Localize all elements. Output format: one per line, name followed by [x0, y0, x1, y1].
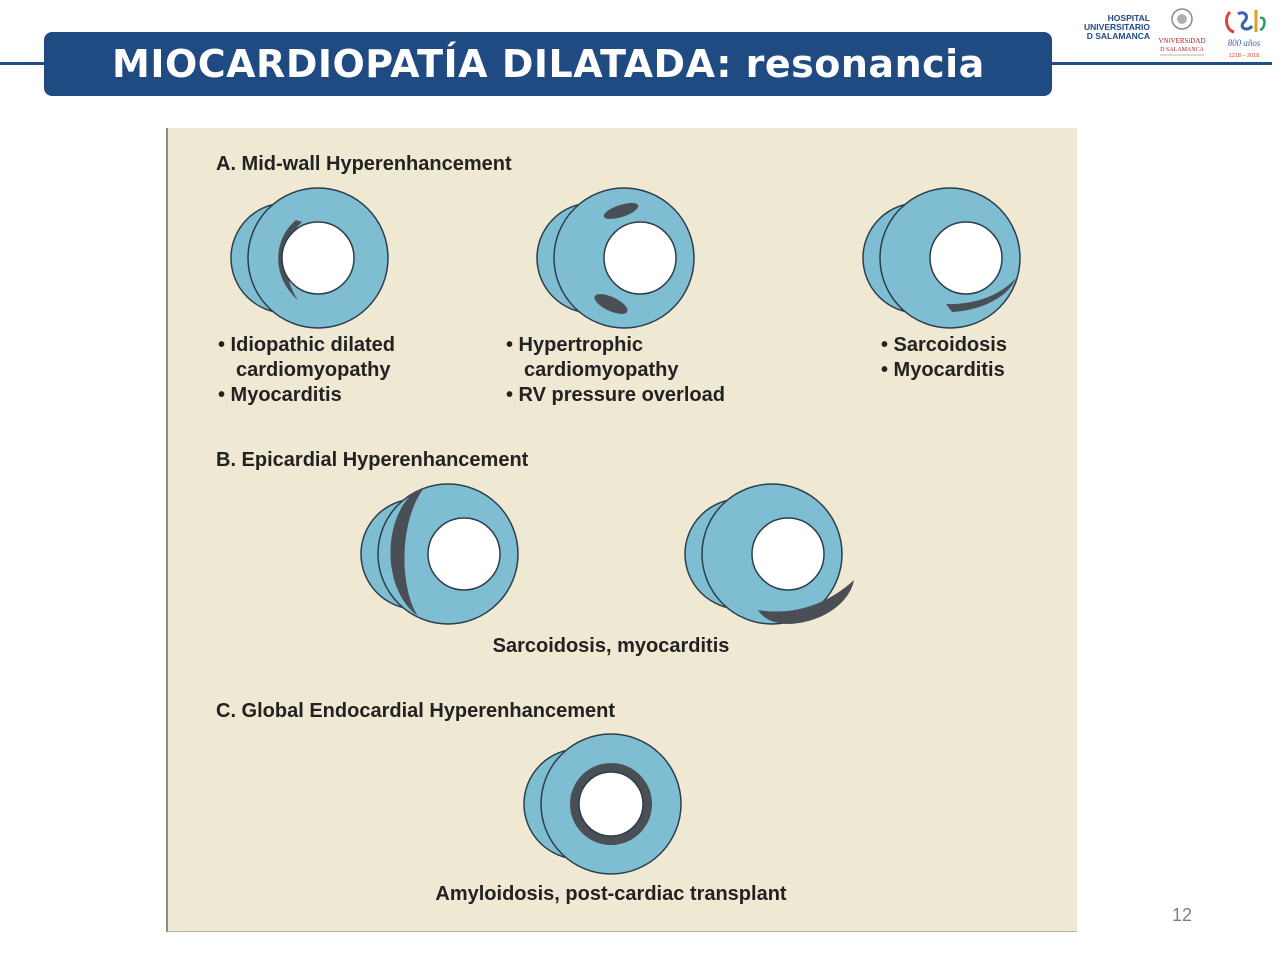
- svg-text:VNiVERSiDAD: VNiVERSiDAD: [1158, 37, 1205, 45]
- title-banner: MIOCARDIOPATÍA DILATADA: resonancia: [44, 32, 1052, 96]
- svg-text:D SALAMANCA: D SALAMANCA: [1160, 47, 1205, 53]
- caption-a3-line: • Myocarditis: [881, 359, 1005, 381]
- caption-a2-line: • RV pressure overload: [506, 384, 725, 406]
- section-c-heading: C. Global Endocardial Hyperenhancement: [216, 700, 615, 722]
- section-a-heading: A. Mid-wall Hyperenhancement: [216, 153, 512, 175]
- heart-diagram-b2: [684, 483, 854, 625]
- caption-a3-line: • Sarcoidosis: [881, 334, 1007, 356]
- university-seal-icon: VNiVERSiDAD D SALAMANCA: [1158, 8, 1206, 56]
- anniversary-mark-icon: 800 años 1218 – 2018: [1225, 10, 1266, 59]
- page-number: 12: [1172, 905, 1193, 925]
- caption-a1-line: cardiomyopathy: [236, 359, 391, 381]
- slide-title: MIOCARDIOPATÍA DILATADA: resonancia: [112, 42, 985, 86]
- anniversary-logo: 800 años 1218 – 2018: [1220, 4, 1270, 60]
- header-rule-left: [0, 62, 46, 65]
- svg-text:800 años: 800 años: [1228, 38, 1261, 48]
- heart-diagram-b1: [360, 483, 519, 625]
- header-rule-right: [1052, 62, 1272, 65]
- caption-a1-line: • Idiopathic dilated: [218, 334, 395, 356]
- heart-diagram-a1: [230, 187, 389, 329]
- hyperenhancement-figure: A. Mid-wall Hyperenhancement B. Epicardi…: [166, 128, 1077, 932]
- university-logo: VNiVERSiDAD D SALAMANCA: [1154, 6, 1214, 58]
- caption-b: Sarcoidosis, myocarditis: [493, 635, 730, 657]
- hospital-logo: HOSPITAL UNIVERSITARIO D SALAMANCA: [1054, 14, 1150, 41]
- heart-diagram-c: [523, 733, 682, 875]
- caption-a2-line: • Hypertrophic: [506, 334, 643, 356]
- section-b-heading: B. Epicardial Hyperenhancement: [216, 449, 529, 471]
- hospital-logo-line: UNIVERSITARIO: [1084, 22, 1150, 32]
- logo-strip: HOSPITAL UNIVERSITARIO D SALAMANCA VNiVE…: [1054, 4, 1274, 60]
- heart-diagram-a2: [536, 187, 695, 329]
- hospital-logo-line: HOSPITAL: [1107, 13, 1150, 23]
- hospital-logo-line: D SALAMANCA: [1086, 31, 1150, 41]
- caption-c: Amyloidosis, post-cardiac transplant: [435, 883, 787, 905]
- heart-diagram-a3: [862, 187, 1021, 329]
- caption-a1-line: • Myocarditis: [218, 384, 342, 406]
- caption-a2-line: cardiomyopathy: [524, 359, 679, 381]
- hyperenhancement-diagram: A. Mid-wall Hyperenhancement B. Epicardi…: [216, 153, 1021, 905]
- svg-text:1218 – 2018: 1218 – 2018: [1229, 53, 1260, 59]
